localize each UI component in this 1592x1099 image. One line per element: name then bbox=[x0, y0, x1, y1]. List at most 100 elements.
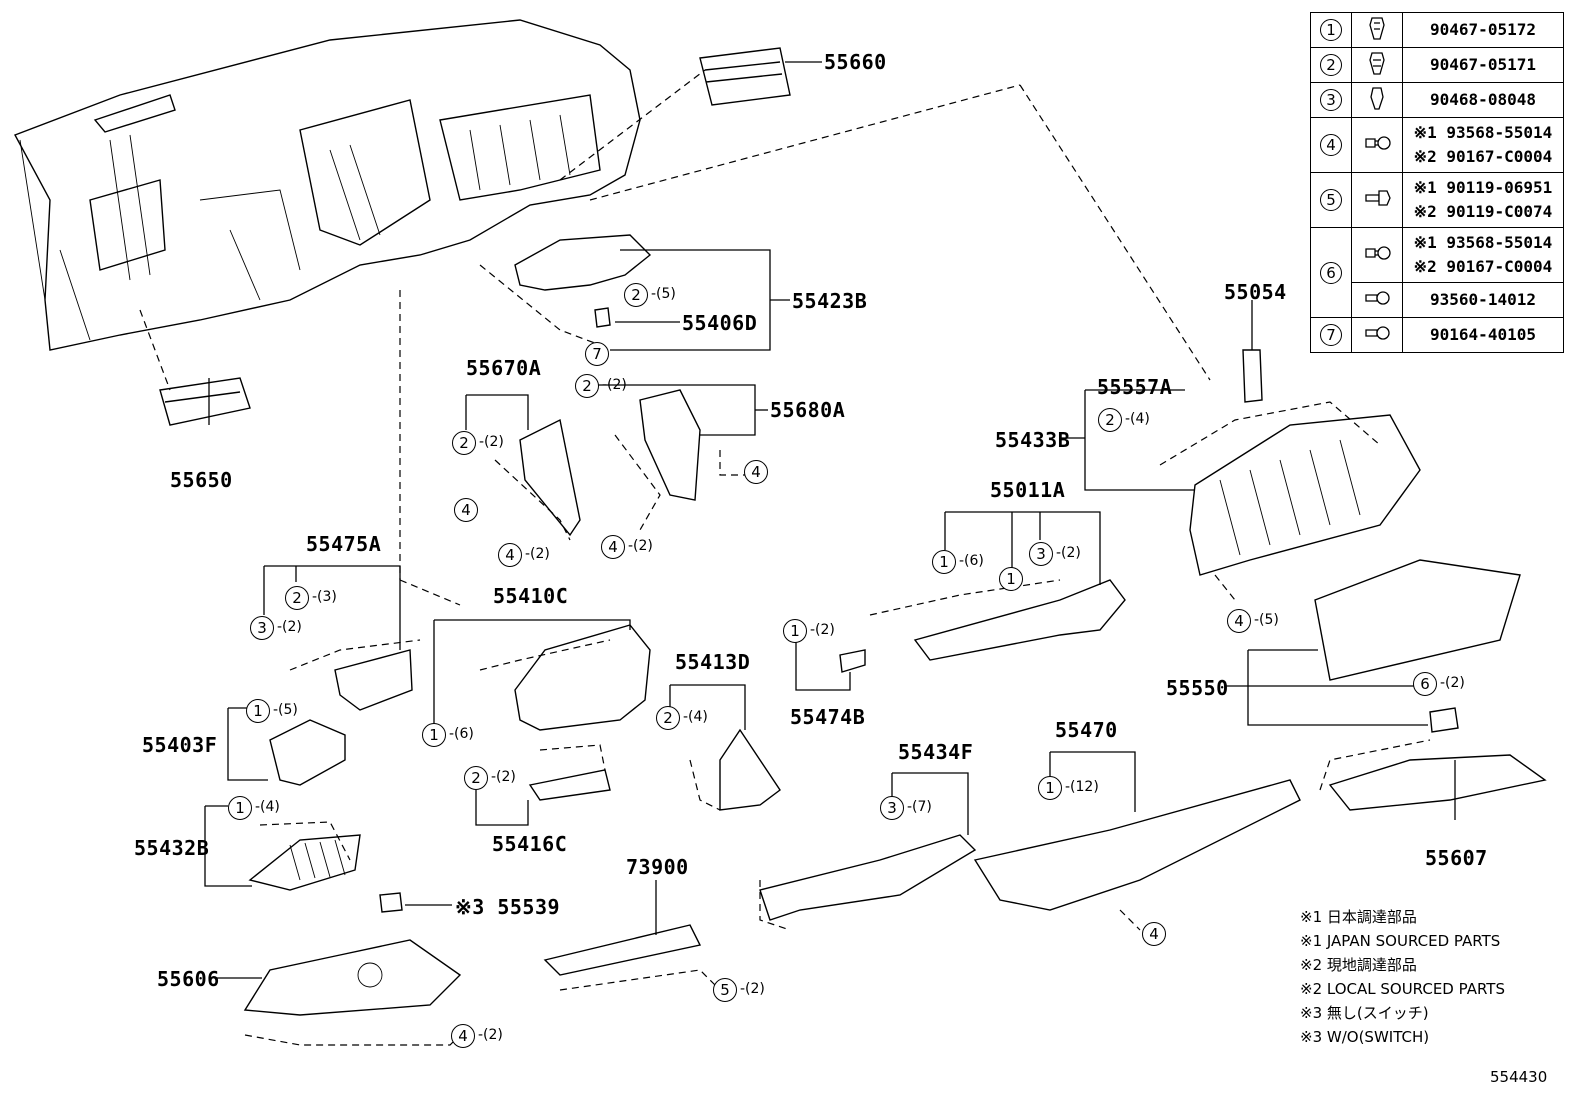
fastener-ref-circle: 2 bbox=[624, 283, 648, 307]
legend-key: 7 bbox=[1320, 324, 1342, 346]
fastener-qty: -(2) bbox=[810, 622, 835, 638]
callout-73900: 73900 bbox=[626, 855, 689, 879]
clip-icon bbox=[1369, 52, 1385, 75]
legend-part-number: 90467-05172 bbox=[1430, 20, 1536, 39]
note-line: ※3 無し(スイッチ) bbox=[1300, 1004, 1429, 1022]
callout-55011A: 55011A bbox=[990, 478, 1066, 502]
legend-part-number: ※2 90167-C0004 bbox=[1413, 257, 1553, 276]
legend-key: 4 bbox=[1320, 134, 1342, 156]
fastener-ref-circle: 4 bbox=[744, 460, 768, 484]
callout-55432B: 55432B bbox=[134, 836, 210, 860]
legend-row: 4 ※1 93568-55014 ※2 90167-C0004 bbox=[1310, 117, 1564, 173]
note-line: ※1 JAPAN SOURCED PARTS bbox=[1300, 932, 1501, 950]
callout-55474B: 55474B bbox=[790, 705, 866, 729]
callout-55539: ※3 55539 bbox=[455, 895, 561, 919]
legend-part-number: 93560-14012 bbox=[1430, 290, 1536, 309]
fastener-qty: -(4) bbox=[683, 709, 708, 725]
legend-part-number: ※2 90167-C0004 bbox=[1413, 147, 1553, 166]
side-panel-55413D-drawing bbox=[719, 728, 781, 811]
callout-55557A: 55557A bbox=[1097, 375, 1173, 399]
callout-55550: 55550 bbox=[1166, 676, 1229, 700]
fastener-qty: -(2) bbox=[1440, 675, 1465, 691]
bezel-55475A-drawing bbox=[334, 649, 413, 711]
legend-part-number: 90164-40105 bbox=[1430, 325, 1536, 344]
legend-key: 1 bbox=[1320, 19, 1342, 41]
fastener-qty: -(6) bbox=[449, 726, 474, 742]
diagram-id: 554430 bbox=[1490, 1068, 1548, 1086]
fastener-qty: -(2) bbox=[478, 1027, 503, 1043]
glovebox-door-55550-drawing bbox=[1314, 559, 1521, 681]
fastener-ref-circle: 4 bbox=[1227, 609, 1251, 633]
airbag-73900-drawing bbox=[543, 924, 702, 976]
legend-key: 2 bbox=[1320, 54, 1342, 76]
legend-part-number: 90468-08048 bbox=[1430, 90, 1536, 109]
cover-55606-drawing bbox=[243, 939, 462, 1016]
screw-icon bbox=[1365, 326, 1390, 340]
legend-row: 93560-14012 bbox=[1311, 282, 1564, 318]
vent-55660-drawing bbox=[699, 47, 791, 106]
vent-55650-drawing bbox=[159, 377, 251, 426]
fastener-ref-circle: 4 bbox=[1142, 922, 1166, 946]
panel-55432B-drawing bbox=[248, 834, 361, 891]
note-line: ※2 現地調達部品 bbox=[1300, 956, 1417, 974]
callout-55680A: 55680A bbox=[770, 398, 846, 422]
legend-key: 5 bbox=[1320, 189, 1342, 211]
callout-55606: 55606 bbox=[157, 967, 220, 991]
legend-row: 3 90468-08048 bbox=[1310, 82, 1564, 118]
callout-55470: 55470 bbox=[1055, 718, 1118, 742]
fastener-qty: -(7) bbox=[907, 799, 932, 815]
damper-55054-drawing bbox=[1242, 349, 1263, 403]
callout-55660: 55660 bbox=[824, 50, 887, 74]
legend-row: 7 90164-40105 bbox=[1310, 317, 1564, 353]
screw-icon bbox=[1365, 136, 1391, 150]
fastener-qty: -(5) bbox=[273, 702, 298, 718]
fastener-ref-circle: 3 bbox=[1029, 542, 1053, 566]
fastener-qty: -(4) bbox=[255, 799, 280, 815]
fastener-qty: -(2) bbox=[602, 377, 627, 393]
callout-55434F: 55434F bbox=[898, 740, 974, 764]
fastener-ref-circle: 1 bbox=[932, 550, 956, 574]
fastener-qty: -(6) bbox=[959, 553, 984, 569]
callout-55475A: 55475A bbox=[306, 532, 382, 556]
callout-55650: 55650 bbox=[170, 468, 233, 492]
fastener-qty: -(2) bbox=[277, 619, 302, 635]
fastener-qty: -(2) bbox=[628, 538, 653, 554]
fastener-ref-circle: 4 bbox=[601, 535, 625, 559]
fastener-qty: -(3) bbox=[312, 589, 337, 605]
panel-55403F-drawing bbox=[269, 719, 346, 786]
callout-55413D: 55413D bbox=[675, 650, 751, 674]
callout-55607: 55607 bbox=[1425, 846, 1488, 870]
legend-part-number: ※1 93568-55014 bbox=[1413, 233, 1553, 252]
legend-row: 5 ※1 90119-06951※2 90119-C0074 bbox=[1310, 172, 1564, 228]
fastener-ref-circle: 2 bbox=[656, 706, 680, 730]
fastener-qty: -(2) bbox=[740, 981, 765, 997]
fastener-ref-circle: 2 bbox=[285, 586, 309, 610]
fastener-ref-circle: 3 bbox=[880, 796, 904, 820]
legend-part-number: ※1 93568-55014 bbox=[1413, 123, 1553, 142]
fastener-ref-circle: 4 bbox=[498, 543, 522, 567]
fastener-ref-circle: 1 bbox=[422, 723, 446, 747]
note-line: ※1 日本調達部品 bbox=[1300, 908, 1417, 926]
screw-icon bbox=[1365, 246, 1391, 260]
callout-55410C: 55410C bbox=[493, 584, 569, 608]
panel-55670A-drawing bbox=[519, 418, 581, 537]
fastener-qty: -(2) bbox=[1056, 545, 1081, 561]
fastener-ref-circle: 1 bbox=[783, 619, 807, 643]
fastener-ref-circle: 2 bbox=[452, 431, 476, 455]
callout-55416C: 55416C bbox=[492, 832, 568, 856]
legend-key: 6 bbox=[1320, 261, 1342, 284]
callout-55670A: 55670A bbox=[466, 356, 542, 380]
panel-55680A-drawing bbox=[639, 389, 701, 501]
bolt-icon bbox=[1365, 190, 1391, 206]
legend-row: 2 90467-05171 bbox=[1310, 47, 1564, 83]
clip-icon bbox=[1370, 87, 1384, 110]
console-panel-55470-drawing bbox=[973, 779, 1301, 911]
fastener-ref-circle: 6 bbox=[1413, 672, 1437, 696]
fastener-ref-circle: 1 bbox=[1038, 776, 1062, 800]
fastener-qty: -(2) bbox=[525, 546, 550, 562]
instrument-panel-drawing bbox=[14, 19, 641, 351]
fastener-qty: -(12) bbox=[1065, 779, 1099, 795]
clip-icon bbox=[1369, 17, 1385, 40]
legend-row: 6 ※1 93568-55014 ※2 90167-C0004 bbox=[1310, 227, 1564, 318]
